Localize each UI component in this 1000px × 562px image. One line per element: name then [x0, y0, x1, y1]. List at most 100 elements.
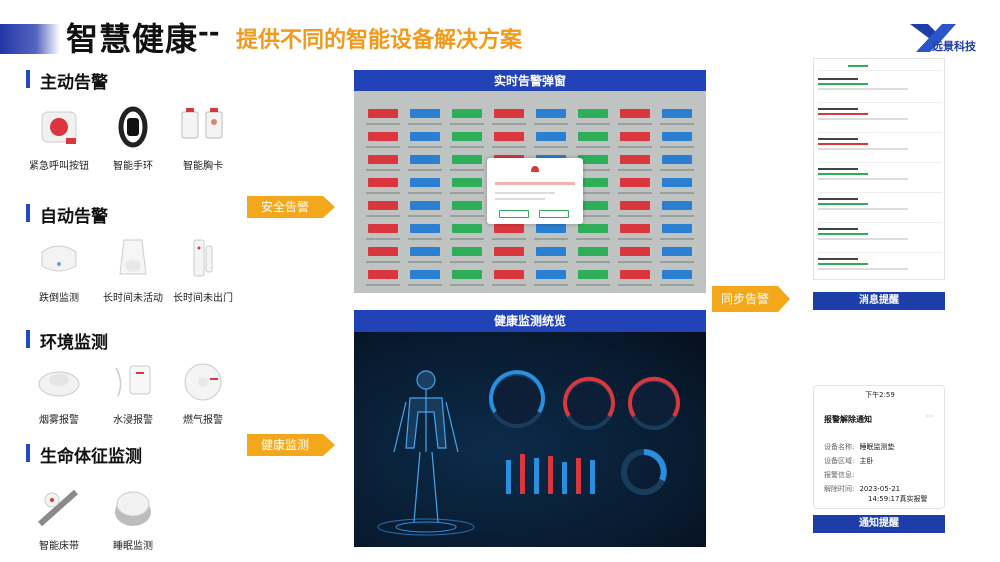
- message-body-line: [818, 118, 908, 120]
- message-card[interactable]: [818, 255, 942, 279]
- human-body-icon: [393, 370, 459, 523]
- message-title-line: [818, 258, 858, 260]
- alert-cell: [494, 247, 524, 256]
- arrow-sync-alarm: 同步告警: [712, 286, 778, 312]
- device-label: 烟雾报警: [39, 415, 79, 426]
- device-inactivity: 长时间未活动: [96, 236, 170, 304]
- alert-cell: [578, 178, 608, 187]
- bed-belt-icon: [38, 489, 78, 527]
- alert-cell-text: [492, 238, 526, 240]
- alert-cell: [662, 247, 692, 256]
- device-door-sensor: 长时间未出门: [166, 236, 240, 304]
- device-label: 水浸报警: [113, 415, 153, 426]
- alert-cell: [662, 132, 692, 141]
- message-card[interactable]: [818, 75, 942, 103]
- company-name: 远景科技: [932, 40, 976, 53]
- arrow-health-monitor: 健康监测: [247, 434, 323, 456]
- alert-cell-text: [534, 146, 568, 148]
- sleep-monitor-icon: [115, 491, 151, 526]
- alert-cell: [494, 224, 524, 233]
- message-tabs[interactable]: [818, 63, 942, 71]
- gauge-2: [563, 376, 615, 430]
- message-card[interactable]: [818, 165, 942, 193]
- alert-cell: [578, 224, 608, 233]
- alert-cell: [368, 224, 398, 233]
- message-title-line: [818, 108, 858, 110]
- gas-alarm-icon: [184, 363, 222, 401]
- alert-cell-text: [534, 261, 568, 263]
- notice-row: 设备区域: 主卧: [824, 457, 874, 465]
- message-status-line: [818, 203, 868, 205]
- alert-cell: [452, 155, 482, 164]
- notice-row: 设备名称: 睡眠监测垫: [824, 443, 895, 451]
- alert-cell-text: [408, 261, 442, 263]
- section-marker: [26, 444, 30, 462]
- message-card[interactable]: [818, 105, 942, 133]
- title-separator: --: [198, 18, 220, 48]
- message-reminder-button[interactable]: 消息提醒: [813, 292, 945, 310]
- alert-cell-text: [576, 192, 610, 194]
- health-visualization: [377, 370, 680, 536]
- message-title-line: [818, 198, 858, 200]
- alert-cell: [410, 132, 440, 141]
- alert-cell-text: [660, 123, 694, 125]
- alert-cell: [452, 178, 482, 187]
- device-label: 长时间未出门: [173, 293, 233, 304]
- device-label: 智能胸卡: [183, 161, 223, 172]
- alert-cell-text: [618, 146, 652, 148]
- alert-cell: [452, 201, 482, 210]
- device-label: 智能床带: [39, 541, 79, 552]
- donut-chart: [621, 449, 667, 495]
- popup-text-line: [495, 192, 555, 194]
- device-label: 跌倒监测: [39, 293, 79, 304]
- header-accent-bar: [0, 24, 60, 54]
- message-title-line: [818, 168, 858, 170]
- message-card[interactable]: [818, 195, 942, 223]
- notice-row: 14:59:17真实报警: [868, 495, 928, 503]
- status-bar-time: 下午2:59: [865, 391, 895, 399]
- alert-cell: [452, 270, 482, 279]
- arrow-tip: [323, 434, 335, 456]
- popup-ignore-button[interactable]: [539, 210, 569, 218]
- alert-cell-text: [660, 169, 694, 171]
- alert-cell-text: [408, 238, 442, 240]
- device-label: 智能手环: [113, 161, 153, 172]
- device-smart-band: 智能手环: [96, 104, 170, 172]
- message-card[interactable]: [818, 225, 942, 253]
- alert-cell-text: [366, 146, 400, 148]
- notification-reminder-button[interactable]: 通知提醒: [813, 515, 945, 533]
- popup-confirm-button[interactable]: [499, 210, 529, 218]
- alert-cell-text: [618, 215, 652, 217]
- alert-cell: [536, 247, 566, 256]
- alert-cell-text: [576, 238, 610, 240]
- alert-cell-text: [660, 192, 694, 194]
- water-sensor-icon: [115, 365, 151, 397]
- more-options-icon[interactable]: ···: [926, 412, 934, 421]
- alert-cell: [452, 224, 482, 233]
- section-title-environment: 环境监测: [40, 333, 108, 353]
- device-emergency-button: 紧急呼叫按钮: [22, 104, 96, 172]
- message-status-line: [818, 143, 868, 145]
- alert-cell-text: [450, 123, 484, 125]
- alert-cell: [368, 178, 398, 187]
- message-body-line: [818, 178, 908, 180]
- message-card[interactable]: [818, 135, 942, 163]
- message-status-line: [818, 233, 868, 235]
- alert-cell: [452, 132, 482, 141]
- alert-cell: [536, 224, 566, 233]
- alert-cell-text: [576, 169, 610, 171]
- alert-cell: [368, 109, 398, 118]
- alert-cell: [494, 270, 524, 279]
- alert-cell: [368, 201, 398, 210]
- alert-cell-text: [660, 284, 694, 286]
- alert-cell-text: [366, 215, 400, 217]
- alert-cell: [662, 155, 692, 164]
- notice-title: 报警解除通知: [824, 415, 872, 424]
- device-sleep-monitor: 睡眠监测: [96, 484, 170, 552]
- alert-cell: [662, 201, 692, 210]
- arrow-safety-alarm: 安全告警: [247, 196, 323, 218]
- gauge-3: [628, 376, 680, 430]
- device-fall-detect: 跌倒监测: [22, 236, 96, 304]
- panel-title-realtime-alert: 实时告警弹窗: [354, 70, 706, 92]
- emergency-button-icon: [41, 111, 77, 144]
